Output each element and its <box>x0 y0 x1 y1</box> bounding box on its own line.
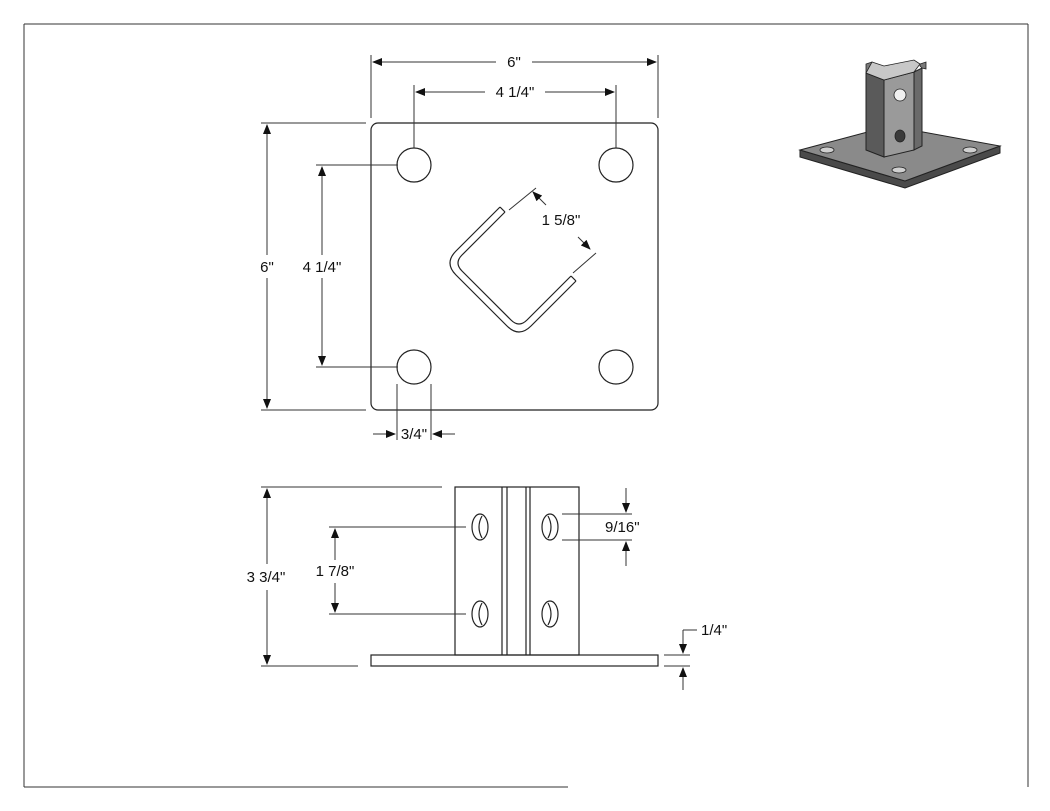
iso-plate-hole-front <box>891 166 907 174</box>
dim-overall-height-label: 6" <box>260 259 274 276</box>
dim-side-hole-spacing-label: 1 7/8" <box>316 563 355 580</box>
dim-hole-spacing-width: 4 1/4" <box>413 84 617 148</box>
dim-side-hole-spacing: 1 7/8" <box>316 526 466 615</box>
slot-left-lower <box>471 600 489 628</box>
dim-overall-height: 6" <box>260 122 366 411</box>
side-view: 3 3/4" 1 7/8" 9/16" 1/4" <box>247 486 727 690</box>
dim-side-overall-height: 3 3/4" <box>247 486 442 667</box>
dim-hole-spacing-height-label: 4 1/4" <box>303 259 342 276</box>
post-slots <box>471 513 559 628</box>
plan-view: 6" 4 1/4" 6" 4 1/4" <box>260 54 659 443</box>
isometric-view <box>798 59 1002 189</box>
dim-hole-spacing-height: 4 1/4" <box>303 164 398 368</box>
dim-slot-size-label: 9/16" <box>605 519 640 536</box>
dim-side-overall-height-label: 3 3/4" <box>247 569 286 586</box>
bolt-hole-bottom-left <box>396 349 432 385</box>
iso-post-hole-upper <box>893 88 907 102</box>
bolt-hole-bottom-right <box>598 349 634 385</box>
dim-hole-diameter-label: 3/4" <box>401 426 427 443</box>
dim-plate-thickness-label: 1/4" <box>701 622 727 639</box>
iso-post-front-face <box>883 71 915 158</box>
channel-cutout <box>449 206 577 333</box>
dim-channel-size-label: 1 5/8" <box>542 212 581 229</box>
iso-plate-hole-left <box>819 146 835 154</box>
slot-left-upper <box>471 513 489 541</box>
slot-right-upper <box>541 513 559 541</box>
dim-hole-diameter: 3/4" <box>373 384 455 443</box>
iso-plate-hole-right <box>962 146 978 154</box>
dim-slot-size: 9/16" <box>562 488 640 566</box>
bolt-hole-top-right <box>598 147 634 183</box>
iso-post-top <box>865 59 921 81</box>
dim-channel-size: 1 5/8" <box>508 187 597 274</box>
dim-hole-spacing-width-label: 4 1/4" <box>496 84 535 101</box>
dim-overall-width-label: 6" <box>507 54 521 71</box>
dim-overall-width: 6" <box>370 54 659 118</box>
slot-right-lower <box>541 600 559 628</box>
dim-plate-thickness: 1/4" <box>664 622 727 690</box>
sheet-border <box>23 23 1029 788</box>
iso-post-channel-right <box>913 67 923 151</box>
side-base-plate <box>370 654 659 667</box>
bolt-hole-top-left <box>396 147 432 183</box>
channel-post-outline <box>454 486 580 656</box>
iso-post-hole-lower <box>894 129 906 143</box>
iso-post-lip-right <box>919 61 927 70</box>
iso-post-left-face <box>865 72 885 158</box>
base-plate-outline <box>370 122 659 411</box>
